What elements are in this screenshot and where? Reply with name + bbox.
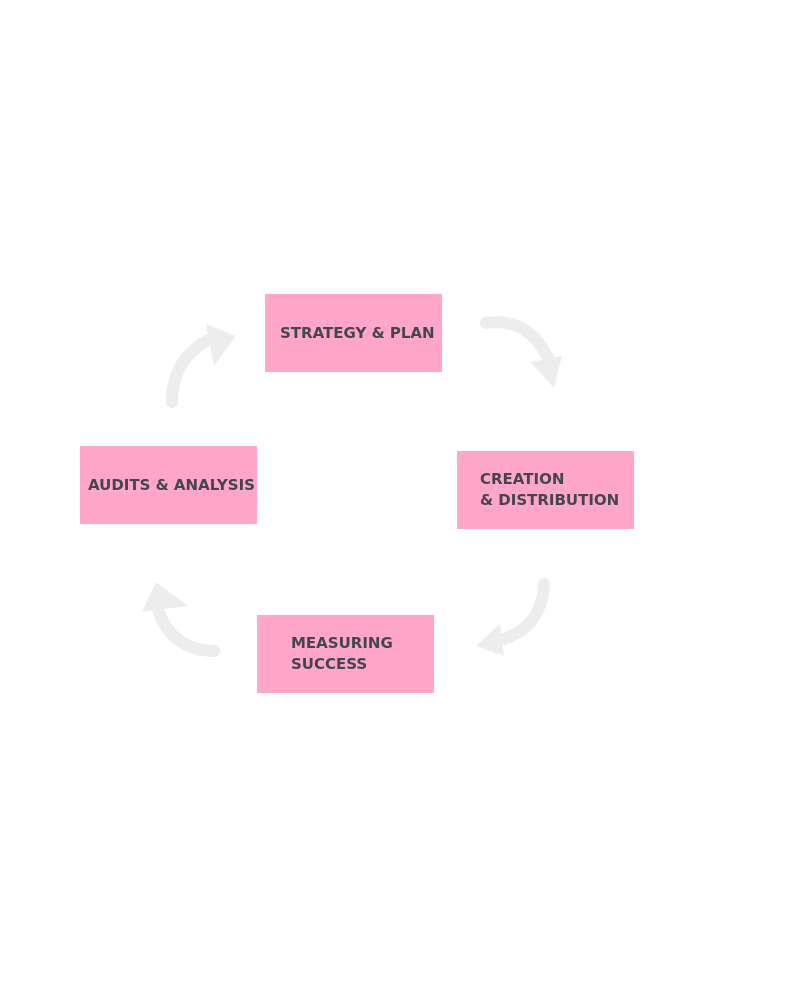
step-strategy-plan: STRATEGY & PLAN — [265, 294, 442, 372]
step-label-line1: MEASURING — [291, 634, 393, 652]
curved-arrow-icon — [142, 582, 220, 657]
step-label-line1: CREATION — [480, 470, 565, 488]
step-label-line1: AUDITS & ANALYSIS — [88, 475, 255, 494]
step-label-line2: SUCCESS — [291, 655, 368, 673]
step-creation-distribution: CREATION & DISTRIBUTION — [457, 451, 634, 529]
curved-arrow-icon — [166, 324, 236, 408]
curved-arrow-icon — [480, 316, 562, 388]
step-measuring-success: MEASURING SUCCESS — [257, 615, 434, 693]
curved-arrow-icon — [476, 578, 550, 656]
step-label-line1: STRATEGY & PLAN — [280, 323, 435, 342]
step-audits-analysis: AUDITS & ANALYSIS — [80, 446, 257, 524]
step-label-line2: & DISTRIBUTION — [480, 491, 620, 509]
